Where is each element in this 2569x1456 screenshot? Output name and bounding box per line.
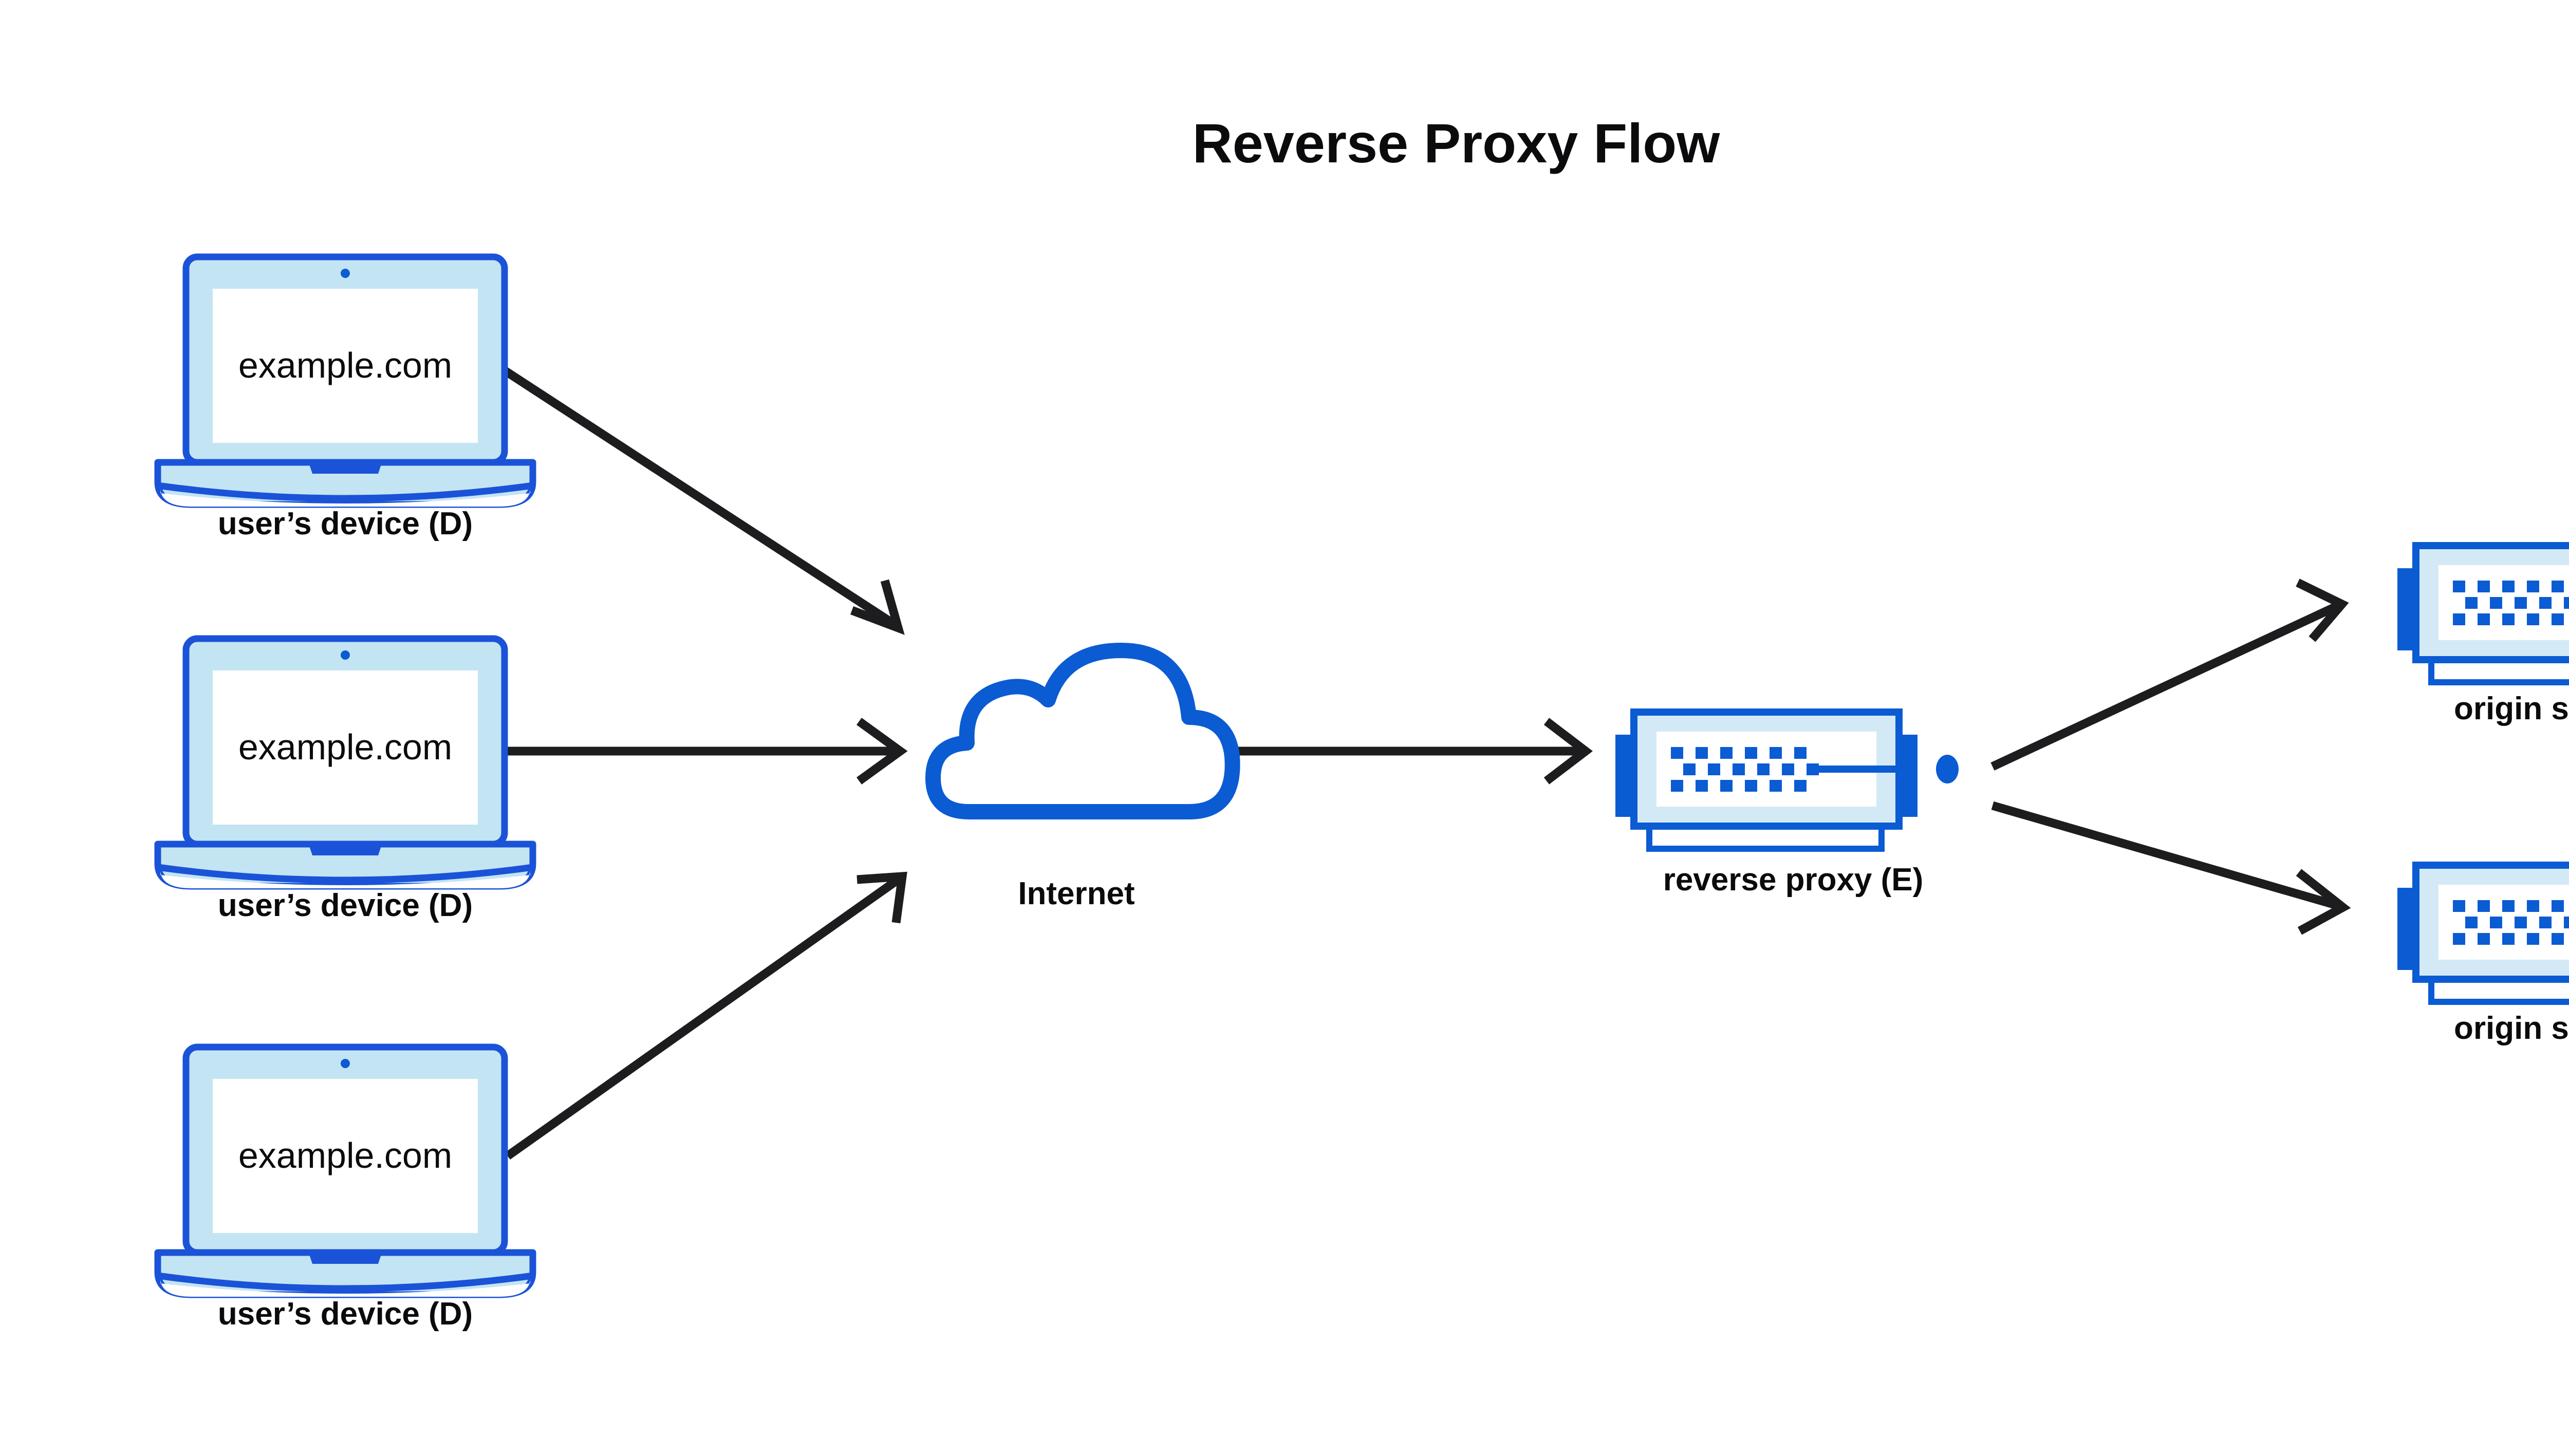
client-screen-text: example.com <box>238 727 452 767</box>
node-client-1[interactable]: example.com user’s device (D) <box>158 257 533 542</box>
cloud-icon <box>933 650 1233 812</box>
node-label-origin-1: origin server (F) <box>2454 691 2569 726</box>
node-reverse-proxy[interactable]: reverse proxy (E) <box>1615 712 1959 898</box>
node-label-client-3: user’s device (D) <box>218 1296 473 1332</box>
node-origin-2[interactable]: origin server (F) <box>2397 865 2569 1046</box>
page-title: Reverse Proxy Flow <box>1193 112 1720 174</box>
edge-client2-to-internet <box>497 718 908 785</box>
edge-proxy-to-origin2 <box>1991 801 2351 935</box>
node-label-client-1: user’s device (D) <box>218 506 473 542</box>
edge-client3-to-internet <box>505 871 907 1160</box>
node-client-2[interactable]: example.com user’s device (D) <box>158 639 533 923</box>
client-screen-text: example.com <box>238 1135 452 1175</box>
node-label-client-2: user’s device (D) <box>218 888 473 923</box>
server-status-lamp <box>1936 755 1959 783</box>
node-origin-1[interactable]: origin server (F) <box>2397 546 2569 726</box>
node-label-internet: Internet <box>1018 876 1134 911</box>
node-label-reverse-proxy: reverse proxy (E) <box>1663 862 1924 898</box>
server-icon <box>1615 712 1918 849</box>
server-icon <box>2397 865 2569 1002</box>
client-screen-text: example.com <box>238 345 452 385</box>
server-icon <box>2397 546 2569 682</box>
edge-internet-to-proxy <box>1231 718 1593 785</box>
connectors-group <box>495 362 2351 1160</box>
node-label-origin-2: origin server (F) <box>2454 1011 2569 1046</box>
node-internet[interactable]: Internet <box>933 650 1233 911</box>
node-client-3[interactable]: example.com user’s device (D) <box>158 1047 533 1332</box>
edge-client1-to-internet <box>495 362 905 635</box>
edge-proxy-to-origin1 <box>1990 578 2349 771</box>
